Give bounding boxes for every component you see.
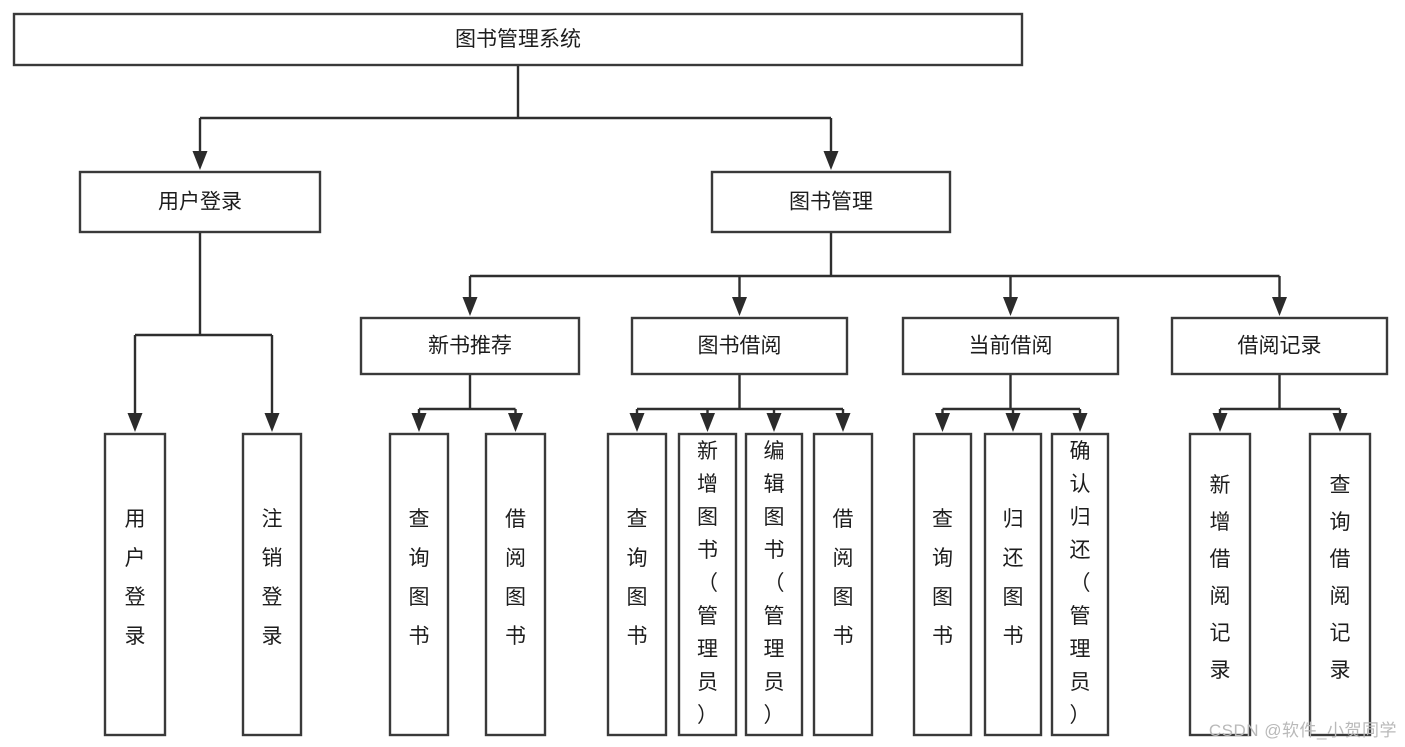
edge-图书借阅-to-leaves-arrow-2 bbox=[766, 413, 782, 432]
node-leaf-新增借阅记录-11[interactable]: 新增借阅记录 bbox=[1188, 432, 1252, 737]
node-label: 新增图书（管理员） bbox=[697, 440, 718, 727]
node-box bbox=[1308, 432, 1372, 737]
node-level2-用户登录-0[interactable]: 用户登录 bbox=[78, 170, 322, 234]
node-leaf-借阅图书-7[interactable]: 借阅图书 bbox=[812, 432, 874, 737]
node-leaf-查询借阅记录-12[interactable]: 查询借阅记录 bbox=[1308, 432, 1372, 737]
node-label: 注销登录 bbox=[262, 508, 283, 648]
node-box bbox=[983, 432, 1043, 737]
node-box bbox=[744, 432, 804, 737]
node-label: 借阅图书 bbox=[833, 508, 854, 648]
node-leaf-注销登录-1[interactable]: 注销登录 bbox=[241, 432, 303, 737]
connector-layer bbox=[127, 65, 1348, 432]
node-leaf-编辑图书管理员-6[interactable]: 编辑图书（管理员） bbox=[744, 432, 804, 737]
node-leaf-确认归还管理员-10[interactable]: 确认归还（管理员） bbox=[1050, 432, 1110, 737]
node-box bbox=[630, 316, 849, 376]
node-box bbox=[1170, 316, 1389, 376]
edge-root-to-level2-arrow-0 bbox=[192, 151, 208, 170]
node-label: 图书管理系统 bbox=[455, 28, 581, 51]
edge-当前借阅-to-leaves-arrow-1 bbox=[1005, 413, 1021, 432]
edge-root-to-level2-arrow-1 bbox=[823, 151, 839, 170]
node-leaf-新增图书管理员-5[interactable]: 新增图书（管理员） bbox=[677, 432, 738, 737]
node-box bbox=[710, 170, 952, 234]
edge-level2-to-level3-arrow-1 bbox=[732, 297, 747, 316]
node-leaf-用户登录-0[interactable]: 用户登录 bbox=[103, 432, 167, 737]
node-level2-图书管理-1[interactable]: 图书管理 bbox=[710, 170, 952, 234]
node-label: 借阅图书 bbox=[505, 508, 526, 648]
node-label: 查询借阅记录 bbox=[1330, 474, 1351, 682]
node-box bbox=[677, 432, 738, 737]
node-level3-当前借阅-2[interactable]: 当前借阅 bbox=[901, 316, 1120, 376]
edge-level2-to-level3-arrow-3 bbox=[1272, 297, 1287, 316]
node-label: 当前借阅 bbox=[969, 335, 1053, 358]
node-label: 查询图书 bbox=[409, 508, 430, 648]
node-box bbox=[1050, 432, 1110, 737]
edge-level2-to-level3-arrow-0 bbox=[462, 297, 478, 316]
edge-当前借阅-to-leaves-arrow-2 bbox=[1072, 413, 1088, 432]
node-root-图书管理系统[interactable]: 图书管理系统 bbox=[12, 12, 1024, 67]
node-box bbox=[359, 316, 581, 376]
node-level3-新书推荐-0[interactable]: 新书推荐 bbox=[359, 316, 581, 376]
node-box bbox=[912, 432, 973, 737]
node-box bbox=[812, 432, 874, 737]
edge-图书借阅-to-leaves-arrow-0 bbox=[629, 413, 645, 432]
node-label: 编辑图书（管理员） bbox=[764, 440, 785, 727]
node-box bbox=[606, 432, 668, 737]
node-box bbox=[78, 170, 322, 234]
node-leaf-借阅图书-3[interactable]: 借阅图书 bbox=[484, 432, 547, 737]
node-box bbox=[1188, 432, 1252, 737]
node-label: 用户登录 bbox=[158, 191, 242, 214]
node-leaf-查询图书-4[interactable]: 查询图书 bbox=[606, 432, 668, 737]
node-label: 图书管理 bbox=[789, 191, 873, 214]
node-label: 借阅记录 bbox=[1238, 335, 1322, 358]
node-label: 查询图书 bbox=[627, 508, 648, 648]
node-layer: 图书管理系统用户登录图书管理新书推荐图书借阅当前借阅借阅记录用户登录注销登录查询… bbox=[12, 12, 1389, 737]
node-box bbox=[484, 432, 547, 737]
node-label: 新书推荐 bbox=[428, 335, 512, 358]
edge-当前借阅-to-leaves-arrow-0 bbox=[935, 413, 950, 432]
node-label: 归还图书 bbox=[1003, 508, 1024, 648]
node-box bbox=[241, 432, 303, 737]
node-label: 确认归还（管理员） bbox=[1070, 440, 1091, 727]
edge-新书推荐-to-leaves-arrow-0 bbox=[411, 413, 427, 432]
edge-图书借阅-to-leaves-arrow-3 bbox=[835, 413, 851, 432]
node-box bbox=[12, 12, 1024, 67]
edge-借阅记录-to-leaves-arrow-1 bbox=[1332, 413, 1348, 432]
node-box bbox=[103, 432, 167, 737]
edge-login-to-leaves-arrow-0 bbox=[127, 413, 143, 432]
edge-login-to-leaves-arrow-1 bbox=[264, 413, 280, 432]
node-label: 用户登录 bbox=[125, 508, 146, 648]
node-level3-借阅记录-3[interactable]: 借阅记录 bbox=[1170, 316, 1389, 376]
edge-图书借阅-to-leaves-arrow-1 bbox=[700, 413, 715, 432]
node-box bbox=[388, 432, 450, 737]
node-label: 图书借阅 bbox=[698, 335, 782, 358]
edge-新书推荐-to-leaves-arrow-1 bbox=[508, 413, 523, 432]
node-leaf-归还图书-9[interactable]: 归还图书 bbox=[983, 432, 1043, 737]
node-level3-图书借阅-1[interactable]: 图书借阅 bbox=[630, 316, 849, 376]
edge-借阅记录-to-leaves-arrow-0 bbox=[1212, 413, 1228, 432]
edge-level2-to-level3-arrow-2 bbox=[1003, 297, 1018, 316]
node-leaf-查询图书-2[interactable]: 查询图书 bbox=[388, 432, 450, 737]
node-label: 查询图书 bbox=[932, 508, 953, 648]
node-label: 新增借阅记录 bbox=[1210, 474, 1231, 682]
node-leaf-查询图书-8[interactable]: 查询图书 bbox=[912, 432, 973, 737]
node-box bbox=[901, 316, 1120, 376]
